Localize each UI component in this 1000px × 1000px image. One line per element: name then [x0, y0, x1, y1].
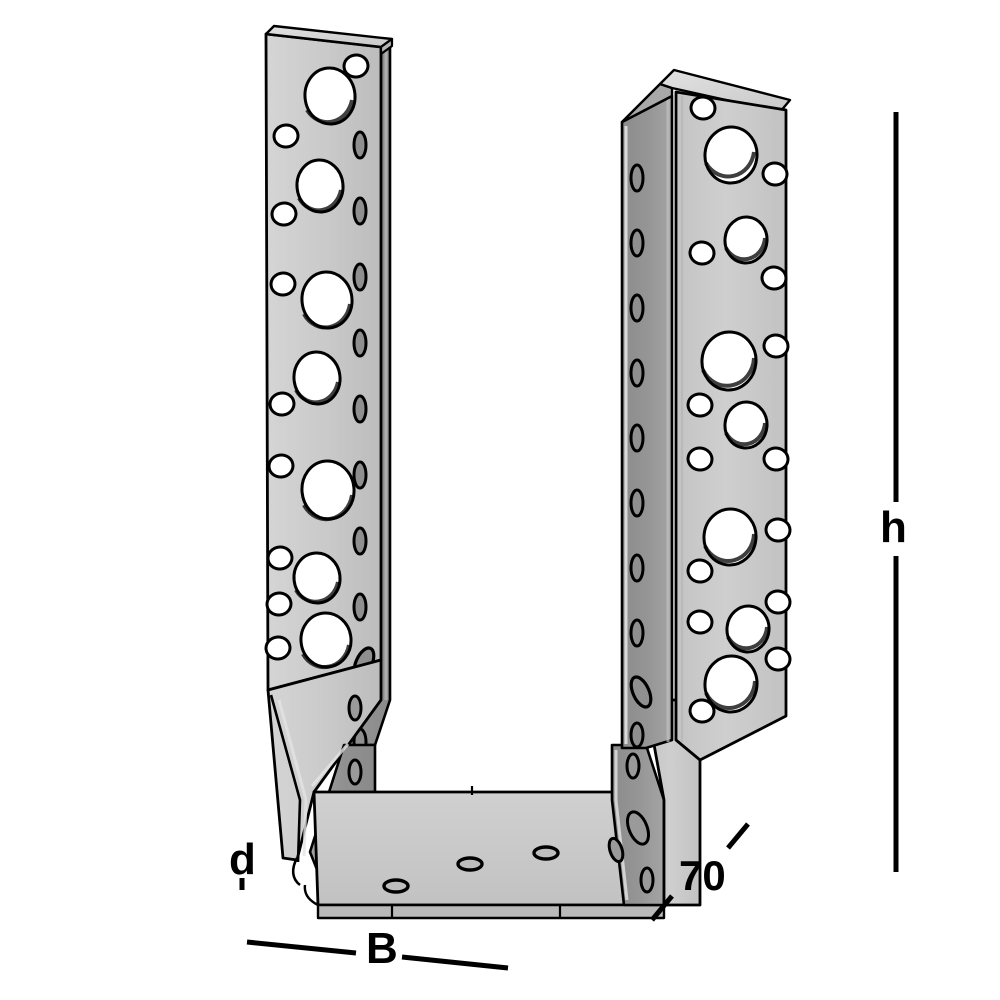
right-flange-large-hole-shadows [701, 151, 769, 710]
seat-holes [382, 845, 560, 894]
dimension-label-d: d [229, 835, 256, 884]
right-flange-side-lower-hole [629, 721, 645, 749]
right-flange-top-lip [620, 68, 792, 124]
left-flange-top-lip [264, 24, 394, 56]
left-flange-small-holes [264, 123, 300, 661]
right-flange-side-oval-holes [629, 163, 645, 648]
right-flange-side-slot [629, 675, 653, 709]
right-flange-large-holes [700, 125, 771, 714]
right-transition-holes [607, 752, 655, 894]
dimension-line-b [246, 939, 509, 971]
dimension-label-b: B [366, 924, 398, 973]
right-flange-small-holes [686, 95, 792, 724]
left-flange-large-hole-shadows [294, 99, 354, 670]
dimension-ticks-70 [650, 822, 750, 922]
left-flange-corner-hole [342, 53, 370, 79]
dimension-label-70: 70 [679, 852, 726, 899]
dimension-label-h: h [880, 503, 907, 552]
right-flange-side-panel [620, 94, 674, 750]
seat-lip-notches [390, 905, 562, 918]
left-flange-side-oval-holes [352, 130, 368, 622]
right-flange [620, 68, 792, 762]
left-flange-large-holes [292, 66, 357, 669]
